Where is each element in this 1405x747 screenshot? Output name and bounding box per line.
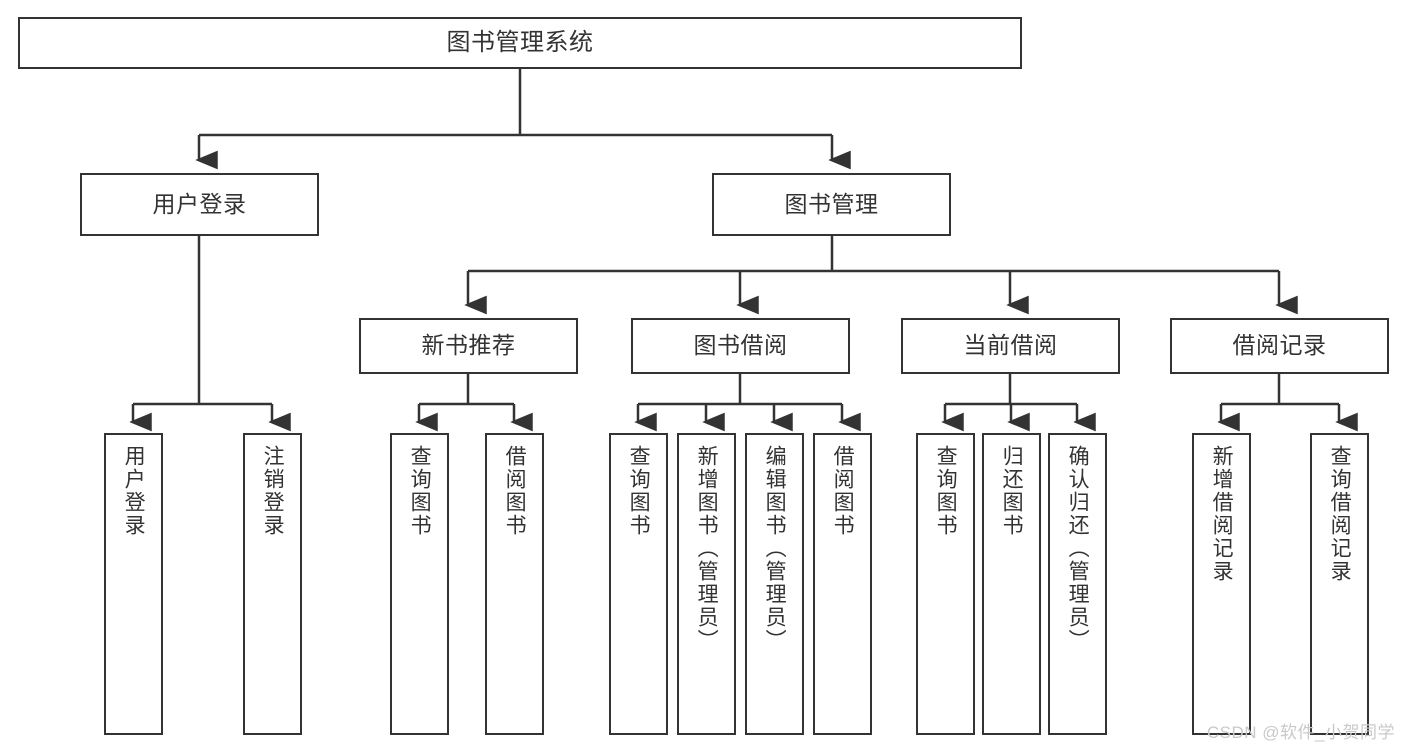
node-label: 图书管理 <box>784 190 879 217</box>
node-new-book-recommend[interactable]: 新书推荐 <box>359 318 578 374</box>
node-label: 查询图书 <box>408 445 432 537</box>
node-label: 新增图书（管理员） <box>695 445 719 652</box>
node-label: 查询图书 <box>627 445 651 537</box>
leaf-current-return-book[interactable]: 归还图书 <box>982 433 1041 735</box>
node-user-login[interactable]: 用户登录 <box>80 173 319 236</box>
node-label: 用户登录 <box>122 445 146 537</box>
node-label: 图书借阅 <box>693 332 788 359</box>
node-label: 新书推荐 <box>421 332 516 359</box>
leaf-borrow-borrow-book[interactable]: 借阅图书 <box>813 433 872 735</box>
node-borrow-record[interactable]: 借阅记录 <box>1170 318 1389 374</box>
leaf-borrow-edit-book-admin[interactable]: 编辑图书（管理员） <box>745 433 804 735</box>
node-label: 用户登录 <box>152 190 247 217</box>
node-label: 借阅图书 <box>831 445 855 537</box>
leaf-borrow-query-book[interactable]: 查询图书 <box>609 433 668 735</box>
leaf-current-query-book[interactable]: 查询图书 <box>916 433 975 735</box>
node-book-borrow[interactable]: 图书借阅 <box>631 318 850 374</box>
leaf-borrow-add-book-admin[interactable]: 新增图书（管理员） <box>677 433 736 735</box>
node-label: 查询借阅记录 <box>1328 445 1352 583</box>
node-root-system[interactable]: 图书管理系统 <box>18 17 1022 69</box>
node-label: 当前借阅 <box>963 332 1058 359</box>
node-label: 编辑图书（管理员） <box>763 445 787 652</box>
node-label: 确认归还（管理员） <box>1066 445 1090 652</box>
leaf-user-login-logout[interactable]: 注销登录 <box>243 433 302 735</box>
node-book-management[interactable]: 图书管理 <box>712 173 951 236</box>
node-label: 查询图书 <box>934 445 958 537</box>
node-label: 借阅记录 <box>1232 332 1327 359</box>
leaf-user-login-login[interactable]: 用户登录 <box>104 433 163 735</box>
leaf-record-query-record[interactable]: 查询借阅记录 <box>1310 433 1369 735</box>
node-label: 新增借阅记录 <box>1210 445 1234 583</box>
node-current-borrow[interactable]: 当前借阅 <box>901 318 1120 374</box>
node-label: 借阅图书 <box>503 445 527 537</box>
node-label: 注销登录 <box>261 445 285 537</box>
node-label: 图书管理系统 <box>446 28 594 56</box>
watermark: CSDN @软件_小贺同学 <box>1206 723 1395 742</box>
leaf-new-book-borrow[interactable]: 借阅图书 <box>485 433 544 735</box>
leaf-current-confirm-return-admin[interactable]: 确认归还（管理员） <box>1048 433 1107 735</box>
leaf-record-add-record[interactable]: 新增借阅记录 <box>1192 433 1251 735</box>
leaf-new-book-query[interactable]: 查询图书 <box>390 433 449 735</box>
node-label: 归还图书 <box>1000 445 1024 537</box>
